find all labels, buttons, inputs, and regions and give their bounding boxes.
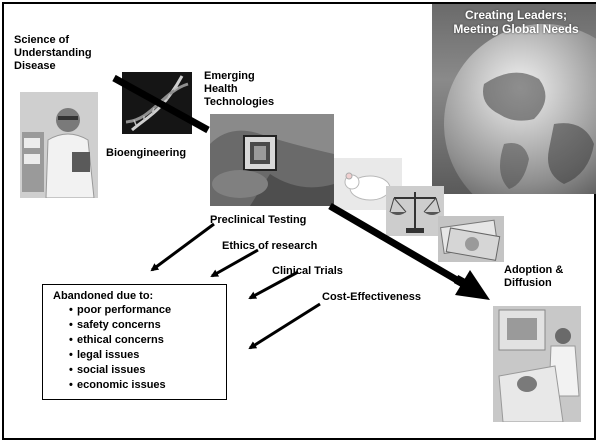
clinical-to-abandon-arrow: [248, 270, 299, 300]
adoption-label: Adoption & Diffusion: [504, 264, 564, 289]
science-label: Science of Understanding Disease: [14, 34, 92, 72]
hospital-patient-image: [493, 306, 581, 422]
reason-item: legal issues: [69, 348, 226, 363]
scientist-photo: [20, 92, 98, 198]
emerging-technologies-label: Emerging Health Technologies: [204, 70, 275, 108]
globe-continents: [483, 72, 594, 189]
reason-item: ethical concerns: [69, 333, 226, 348]
abandoned-box-title: Abandoned due to:: [53, 290, 154, 302]
ethics-label: Ethics of research: [222, 240, 318, 252]
health-technology-device-image: [210, 114, 334, 206]
abandoned-reasons-list: poor performance safety concerns ethical…: [53, 303, 226, 393]
globe-sphere: [444, 24, 596, 194]
development-path-arrow: [112, 74, 490, 300]
bioengineering-label: Bioengineering: [106, 147, 187, 159]
cost-effectiveness-label: Cost-Effectiveness: [322, 291, 422, 303]
reason-item: safety concerns: [69, 318, 226, 333]
ethics-to-abandon-arrow: [210, 248, 259, 278]
justice-scales-image: [386, 186, 444, 236]
globe-image: [432, 4, 596, 194]
preclinical-label: Preclinical Testing: [210, 214, 307, 226]
reason-item: poor performance: [69, 303, 226, 318]
reason-item: economic issues: [69, 378, 226, 393]
abandonment-arrows: [150, 222, 321, 350]
slide-border: [2, 2, 596, 440]
dna-image: [122, 72, 192, 134]
clinical-trials-label: Clinical Trials: [272, 265, 343, 277]
abandoned-reasons-box: Abandoned due to: poor performance safet…: [42, 284, 227, 400]
money-image: [438, 216, 504, 262]
globe-panel-title: Creating Leaders; Meeting Global Needs: [453, 8, 579, 36]
reason-item: social issues: [69, 363, 226, 378]
preclinical-to-abandon-arrow: [150, 222, 215, 272]
cost-to-abandon-arrow: [248, 302, 321, 350]
